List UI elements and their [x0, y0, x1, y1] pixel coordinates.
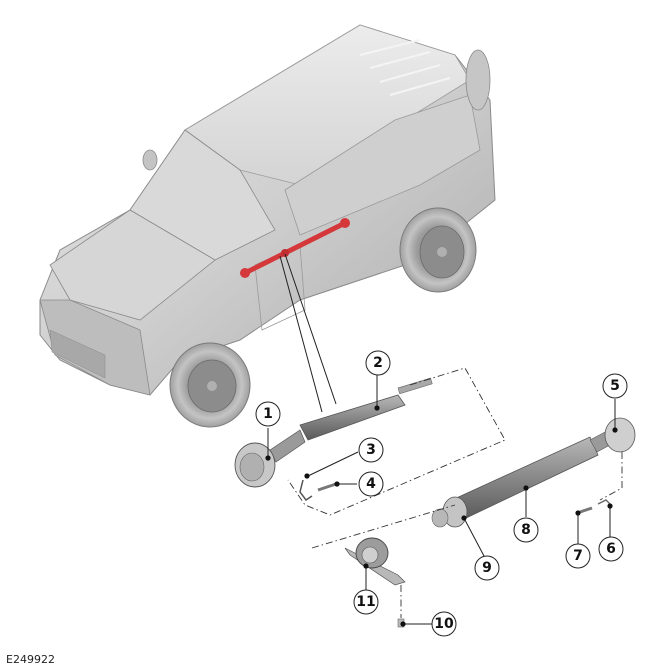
svg-text:9: 9: [482, 560, 492, 576]
callout-7: 7: [565, 543, 591, 569]
svg-text:1: 1: [263, 406, 273, 422]
svg-text:7: 7: [573, 548, 583, 564]
vehicle-illustration: [39, 24, 496, 428]
callout-11: 11: [353, 589, 379, 615]
front-wheel: [169, 342, 251, 428]
flange-joint-5: [604, 417, 636, 453]
driveshaft-location-highlight: [240, 218, 350, 278]
rear-driveshaft: [431, 417, 636, 528]
pointer-line-right: [284, 253, 337, 405]
callout-3: 3: [358, 437, 384, 463]
svg-text:5: 5: [610, 378, 620, 394]
leader-lines: [265, 375, 618, 627]
side-mirror: [142, 149, 158, 171]
assembly-line-rear: [599, 452, 623, 501]
svg-text:4: 4: [366, 476, 376, 492]
svg-text:8: 8: [521, 522, 531, 538]
callout-5: 5: [602, 373, 628, 399]
callout-4: 4: [358, 471, 384, 497]
grille-mesh: [49, 329, 106, 379]
pointer-line-left: [279, 255, 323, 413]
bolt-7: [579, 506, 593, 514]
figure-reference-id: E249922: [6, 653, 55, 666]
retaining-clip: [299, 479, 313, 502]
roof-rails: [359, 39, 451, 96]
callout-8: 8: [513, 517, 539, 543]
centre-bearing: [344, 537, 406, 586]
svg-text:2: 2: [373, 355, 383, 371]
callout-6: 6: [598, 536, 624, 562]
spare-wheel: [465, 49, 491, 111]
callout-9: 9: [474, 555, 500, 581]
svg-text:6: 6: [606, 541, 616, 557]
bolt: [317, 482, 337, 492]
rear-wheel: [399, 207, 477, 293]
assembly-line-centre: [311, 504, 456, 549]
callout-1: 1: [255, 401, 281, 427]
svg-text:11: 11: [356, 594, 375, 610]
callout-10: 10: [431, 611, 457, 637]
svg-text:3: 3: [366, 442, 376, 458]
callout-2: 2: [365, 350, 391, 376]
assembly-line-front: [287, 367, 506, 516]
svg-text:10: 10: [434, 616, 454, 632]
front-driveshaft: [234, 377, 433, 488]
